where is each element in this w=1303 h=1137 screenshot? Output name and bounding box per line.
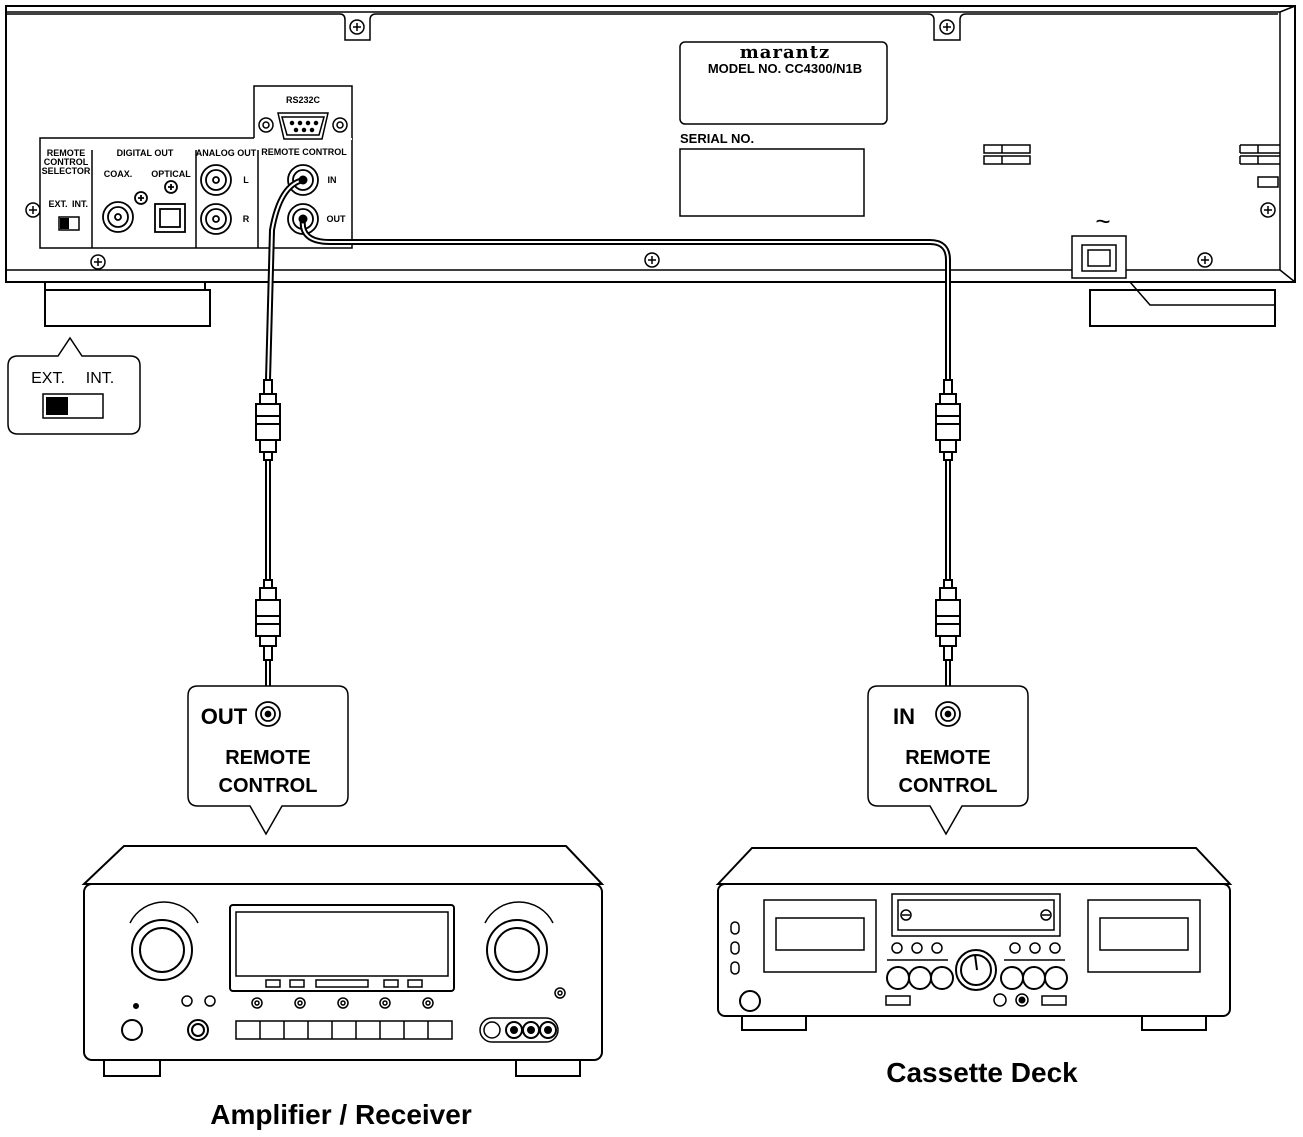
source-buttons: [235, 1020, 453, 1040]
rca-plug-icon: [935, 379, 961, 461]
rca-plugs: [255, 379, 961, 661]
screw-icon: [1260, 202, 1276, 218]
headphone-jack-icon: [187, 1019, 209, 1041]
amp-bubble: OUT REMOTE CONTROL: [187, 685, 349, 836]
deck-bubble: IN REMOTE CONTROL: [867, 685, 1029, 836]
rca-plug-icon: [255, 379, 281, 461]
rca-plug-icon: [935, 579, 961, 661]
amplifier-illustration: [81, 845, 605, 1077]
callout-ext-label: EXT.: [31, 370, 65, 387]
amp-jack-label: OUT: [201, 704, 248, 729]
deck-bubble-line1: REMOTE: [905, 747, 991, 769]
serial-label: SERIAL NO.: [680, 131, 754, 146]
panel-ext-label: EXT.: [48, 199, 67, 209]
brand-logo: marantz: [740, 42, 830, 63]
deck-jack-label: IN: [893, 704, 915, 729]
jack-icon: [935, 701, 961, 727]
cassette-deck-illustration: [715, 847, 1233, 1031]
rc-in-label: IN: [328, 175, 337, 185]
panel-screws: [25, 19, 1276, 270]
power-button-icon: [121, 1019, 143, 1041]
rca-plug-icon: [255, 579, 281, 661]
screw-icon: [164, 180, 178, 194]
screw-icon: [25, 202, 41, 218]
selector-callout: EXT. INT.: [7, 336, 141, 435]
vents: [983, 144, 1280, 188]
model-number: MODEL NO. CC4300/N1B: [708, 61, 862, 76]
screw-icon: [1197, 252, 1213, 268]
ac-symbol: ~: [1095, 206, 1110, 236]
remote-control-header: REMOTE CONTROL: [261, 147, 347, 157]
rs232c-label: RS232C: [286, 95, 321, 105]
amp-bubble-line1: REMOTE: [225, 747, 311, 769]
rs232c-port: [258, 112, 348, 140]
selector-title-3: SELECTOR: [42, 166, 91, 176]
digital-out-label: DIGITAL OUT: [117, 148, 174, 158]
coax-label: COAX.: [104, 169, 133, 179]
coax-jack-icon: [102, 201, 134, 233]
analog-out-label: ANALOG OUT: [196, 148, 257, 158]
ch-l-label: L: [243, 175, 249, 185]
panel-int-label: INT.: [72, 199, 88, 209]
model-plate: marantz MODEL NO. CC4300/N1B SERIAL NO.: [679, 41, 888, 217]
screw-icon: [349, 19, 365, 35]
amplifier-caption: Amplifier / Receiver: [210, 1099, 472, 1130]
ac-inlet: ~: [1071, 206, 1127, 279]
screw-icon: [644, 252, 660, 268]
analog-l-jack-icon: [200, 164, 232, 196]
callout-int-label: INT.: [86, 370, 114, 387]
selector-title-1: REMOTE: [47, 148, 86, 158]
rc-out-label: OUT: [327, 214, 347, 224]
ch-r-label: R: [243, 214, 250, 224]
input-knob-icon: [486, 919, 548, 981]
volume-knob-icon: [131, 919, 193, 981]
power-button-icon: [739, 990, 761, 1012]
deck-bubble-line2: CONTROL: [899, 775, 998, 797]
selector-title-2: CONTROL: [44, 157, 89, 167]
jack-icon: [255, 701, 281, 727]
cassette-caption: Cassette Deck: [886, 1057, 1078, 1088]
panel-labels: RS232C REMOTE CONTROL REMOTE CONTROL SEL…: [42, 95, 348, 224]
optical-label: OPTICAL: [151, 169, 191, 179]
analog-r-jack-icon: [200, 203, 232, 235]
screw-icon: [134, 191, 148, 205]
screw-icon: [90, 254, 106, 270]
panel-selector-switch: [58, 216, 80, 231]
amp-bubble-line2: CONTROL: [219, 775, 318, 797]
screw-icon: [939, 19, 955, 35]
